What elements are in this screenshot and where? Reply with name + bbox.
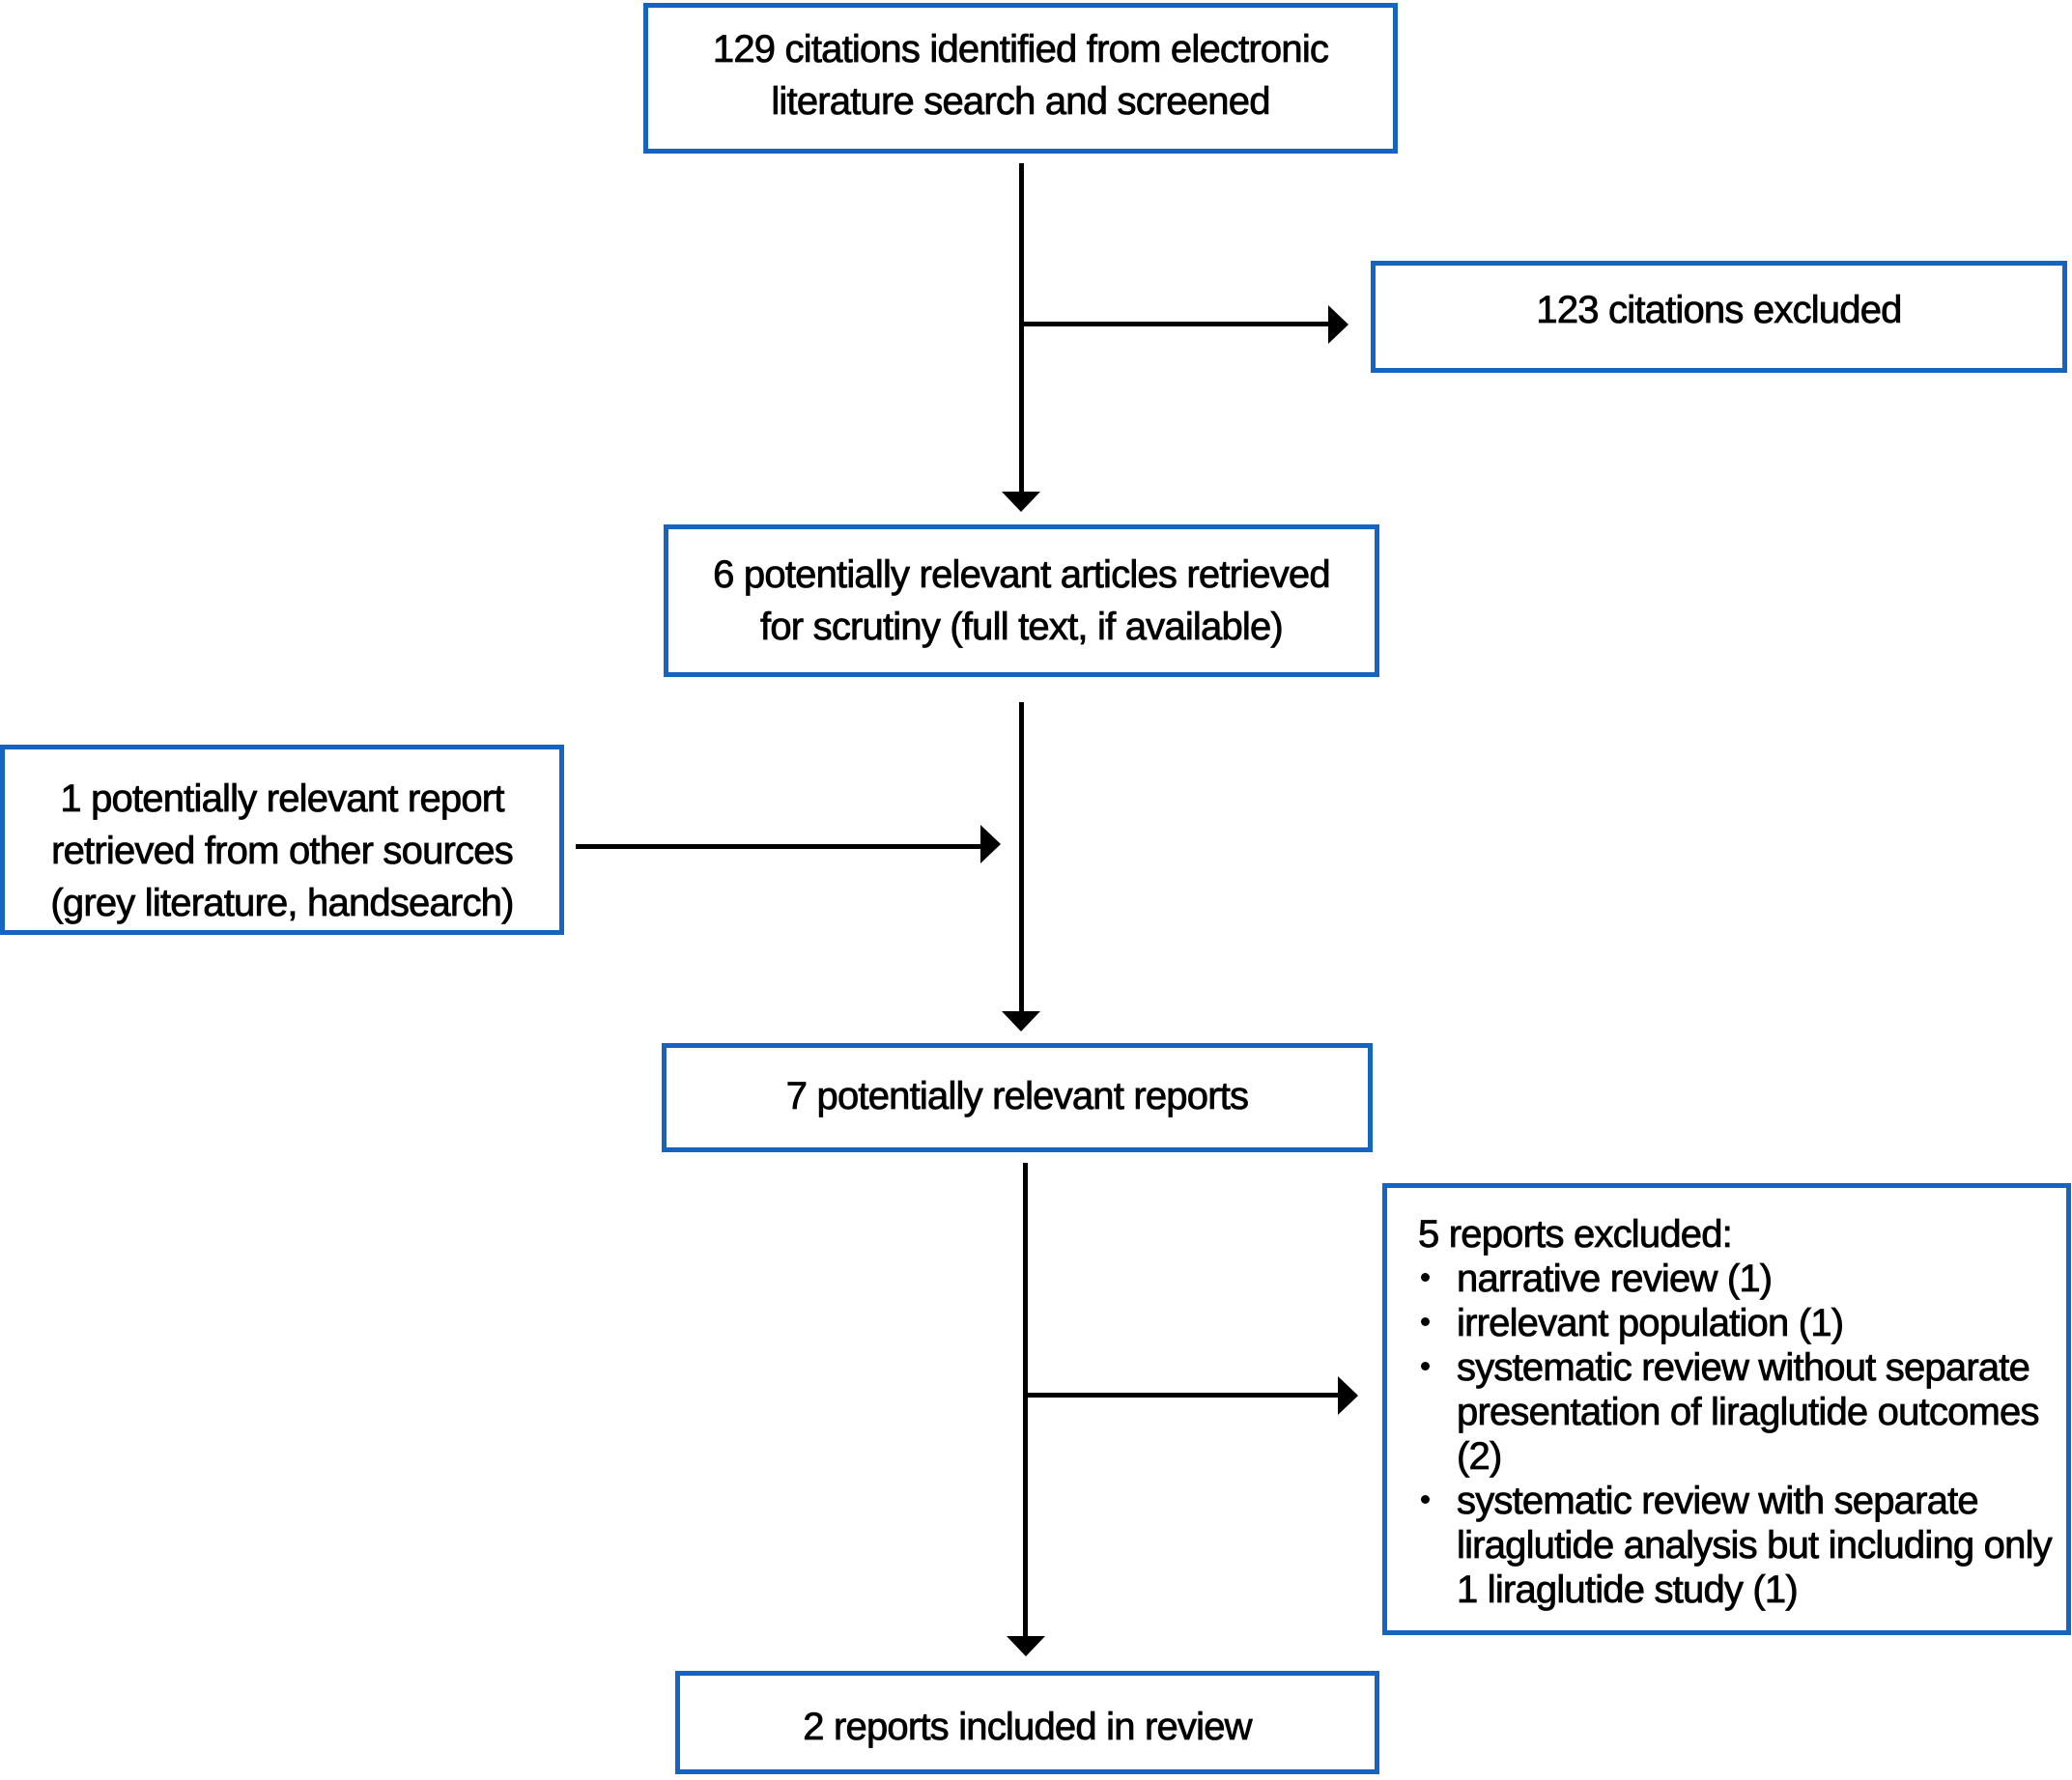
box-reports-included: 2 reports included in review (675, 1671, 1379, 1774)
arrowhead-right-icon (980, 825, 1001, 863)
arrow-shaft (1019, 322, 1328, 326)
box-reports-excluded: 5 reports excluded: narrative review (1)… (1382, 1183, 2071, 1635)
bullet-icon (1421, 1273, 1430, 1282)
box-potentially-relevant-reports-text: 7 potentially relevant reports (785, 1074, 1249, 1117)
box-other-sources-report: 1 potentially relevant report retrieved … (0, 745, 564, 935)
arrowhead-down-icon (1002, 492, 1040, 512)
bullet-icon (1421, 1362, 1430, 1370)
bullet-icon (1421, 1495, 1430, 1504)
box-citations-identified-text: 129 citations identified from electronic… (712, 27, 1329, 123)
arrowhead-right-icon (1338, 1376, 1358, 1415)
arrow-shaft (1019, 163, 1024, 492)
arrowhead-down-icon (1002, 1011, 1040, 1031)
arrow-shaft (1019, 702, 1024, 1011)
arrow-shaft (576, 844, 980, 849)
box-other-sources-report-text: 1 potentially relevant report retrieved … (50, 777, 515, 924)
box-potentially-relevant-reports: 7 potentially relevant reports (662, 1043, 1373, 1152)
reports-excluded-item-text: systematic review without separate prese… (1457, 1346, 2040, 1479)
reports-excluded-item: irrelevant population (1) (1418, 1301, 2057, 1345)
reports-excluded-item-text: irrelevant population (1) (1457, 1302, 1845, 1345)
reports-excluded-item-text: narrative review (1) (1457, 1257, 1774, 1301)
reports-excluded-item-text: systematic review with separate liraglut… (1457, 1480, 2053, 1612)
arrow-shaft (1023, 1393, 1338, 1398)
reports-excluded-item: narrative review (1) (1418, 1257, 2057, 1301)
arrow-shaft (1023, 1163, 1028, 1636)
box-citations-identified: 129 citations identified from electronic… (643, 3, 1398, 154)
reports-excluded-item: systematic review with separate liraglut… (1418, 1479, 2057, 1612)
box-citations-excluded-text: 123 citations excluded (1536, 288, 1903, 331)
bullet-icon (1421, 1317, 1430, 1326)
box-reports-included-text: 2 reports included in review (803, 1705, 1253, 1748)
reports-excluded-title: 5 reports excluded: (1418, 1213, 1734, 1257)
box-articles-retrieved-text: 6 potentially relevant articles retrieve… (713, 553, 1331, 649)
reports-excluded-item: systematic review without separate prese… (1418, 1345, 2057, 1479)
reports-excluded-list: narrative review (1) irrelevant populati… (1418, 1257, 2057, 1612)
box-articles-retrieved: 6 potentially relevant articles retrieve… (664, 524, 1379, 677)
box-citations-excluded: 123 citations excluded (1371, 261, 2067, 373)
arrowhead-down-icon (1007, 1636, 1045, 1656)
arrowhead-right-icon (1328, 305, 1348, 344)
